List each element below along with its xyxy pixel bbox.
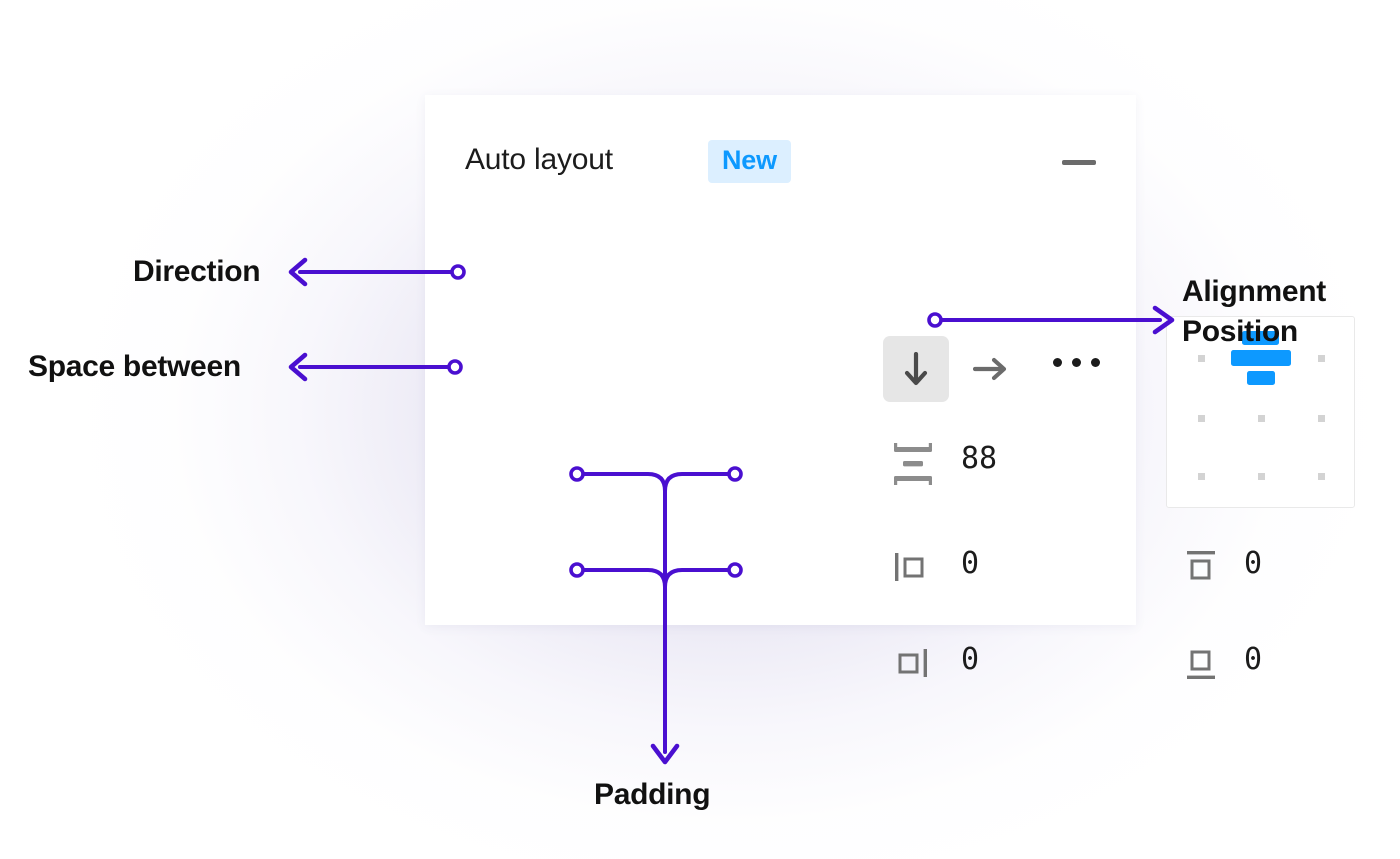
arrow-right-icon xyxy=(973,357,1007,381)
alignment-preview-bars xyxy=(1230,331,1291,385)
direction-horizontal-button[interactable] xyxy=(957,336,1023,402)
annotation-label-alignment-position: Alignment Position xyxy=(1182,275,1326,348)
padding-left-icon[interactable] xyxy=(889,545,933,594)
grid-dot[interactable] xyxy=(1198,355,1205,362)
dot xyxy=(1091,358,1100,367)
padding-bottom-input[interactable]: 0 xyxy=(1244,642,1263,677)
arrow-down-icon xyxy=(904,352,928,386)
more-options-icon[interactable] xyxy=(1053,358,1100,367)
padding-top-icon[interactable] xyxy=(1180,545,1224,594)
space-between-input[interactable]: 88 xyxy=(961,441,998,476)
panel-header: Auto layout New xyxy=(465,140,1100,183)
padding-right-input[interactable]: 0 xyxy=(961,642,980,677)
grid-dot[interactable] xyxy=(1258,473,1265,480)
space-between-icon[interactable] xyxy=(890,441,936,492)
grid-dot[interactable] xyxy=(1318,473,1325,480)
grid-dot[interactable] xyxy=(1318,415,1325,422)
grid-dot[interactable] xyxy=(1198,415,1205,422)
annotation-label-direction: Direction xyxy=(133,255,261,288)
alignment-bar xyxy=(1242,331,1279,345)
direction-vertical-button[interactable] xyxy=(883,336,949,402)
page-title: Auto layout xyxy=(465,143,613,176)
alignment-bar xyxy=(1246,371,1275,385)
dot xyxy=(1053,358,1062,367)
padding-top-input[interactable]: 0 xyxy=(1244,546,1263,581)
minus-icon[interactable] xyxy=(1062,160,1096,165)
grid-dot[interactable] xyxy=(1258,415,1265,422)
alignment-bar xyxy=(1230,350,1291,366)
dot xyxy=(1072,358,1081,367)
annotation-label-padding: Padding xyxy=(594,778,711,811)
grid-dot[interactable] xyxy=(1198,473,1205,480)
annotation-label-space-between: Space between xyxy=(28,350,241,383)
grid-dot[interactable] xyxy=(1318,355,1325,362)
alignment-grid-icon[interactable] xyxy=(1166,316,1355,508)
status-badge: New xyxy=(708,140,791,183)
padding-bottom-icon[interactable] xyxy=(1180,641,1224,690)
padding-left-input[interactable]: 0 xyxy=(961,546,980,581)
padding-right-icon[interactable] xyxy=(889,641,933,690)
auto-layout-panel: Auto layout New xyxy=(425,95,1355,679)
